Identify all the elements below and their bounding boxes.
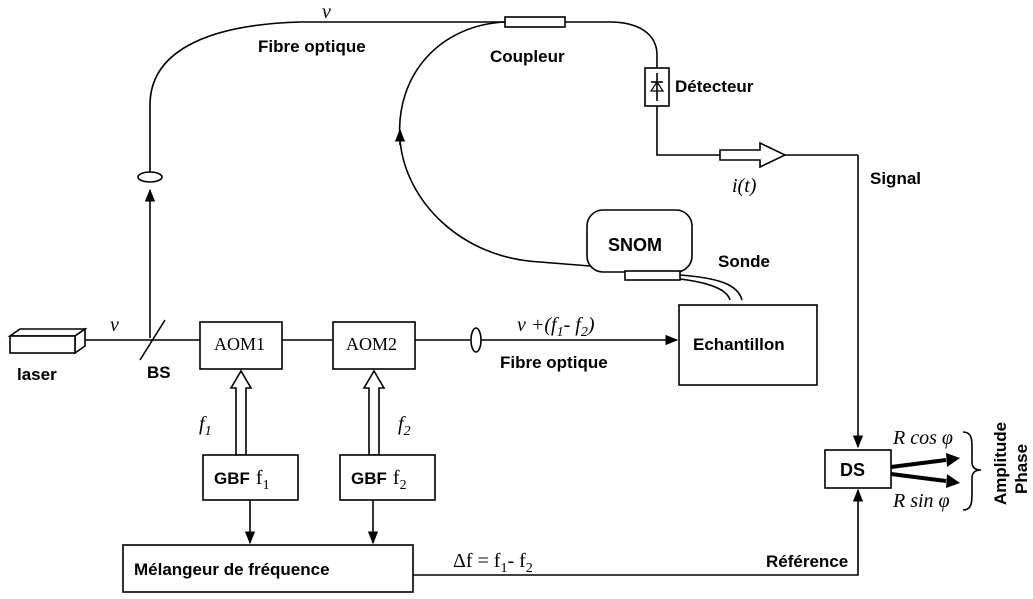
fibre-top-label: Fibre optique xyxy=(258,37,366,56)
reference-line xyxy=(413,488,864,576)
detecteur-label: Détecteur xyxy=(675,77,754,96)
signal-hollow-arrow xyxy=(719,141,787,169)
phase-label: Phase xyxy=(1012,444,1031,494)
fibre-top xyxy=(149,21,505,172)
ds-label: DS xyxy=(840,460,865,480)
f1-label: f1 xyxy=(199,413,212,439)
lens-top xyxy=(137,171,163,183)
aom2-box xyxy=(332,321,416,370)
signal-label: Signal xyxy=(870,169,921,188)
output-arrow-2 xyxy=(890,472,947,483)
output-brace xyxy=(962,431,982,511)
amplitude-label: Amplitude xyxy=(991,422,1010,505)
delta-f-label: Δf = f1- f2 xyxy=(453,550,533,576)
melangeur-label: Mélangeur de fréquence xyxy=(134,560,330,579)
laser-source xyxy=(7,327,88,355)
gbf1-box xyxy=(202,454,299,501)
f2-label: f2 xyxy=(398,413,411,439)
nu-shift-label: ν +(f1- f2) xyxy=(517,314,595,340)
aom1-box xyxy=(199,321,283,370)
rf-arrow-f2 xyxy=(362,369,386,456)
echantillon-box xyxy=(678,304,818,386)
laser-label: laser xyxy=(17,365,57,384)
snom-label: SNOM xyxy=(608,235,662,255)
sonde-label: Sonde xyxy=(718,252,770,271)
coupleur-label: Coupleur xyxy=(490,47,565,66)
probe-fibre-1 xyxy=(679,274,743,301)
beam-splitter xyxy=(139,319,166,361)
fibre-to-detector xyxy=(609,21,658,68)
lens-bottom xyxy=(470,327,482,353)
rsin-label: R sin φ xyxy=(892,490,950,512)
echantillon-label: Echantillon xyxy=(693,335,785,354)
bs-label: BS xyxy=(147,363,171,382)
nu-top-label: ν xyxy=(322,1,331,23)
reference-label: Référence xyxy=(766,552,848,571)
aom1-label: AOM1 xyxy=(214,334,265,354)
probe-holder xyxy=(624,270,681,281)
ds-box xyxy=(824,449,892,489)
output-arrowhead-1 xyxy=(946,453,960,467)
i-t-label: i(t) xyxy=(732,175,757,197)
gbf2-box xyxy=(339,454,436,501)
probe-fibre-2 xyxy=(679,278,731,301)
coupler xyxy=(504,16,566,28)
aom2-label: AOM2 xyxy=(346,334,397,354)
nu-laser-label: ν xyxy=(110,314,119,336)
rcos-label: R cos φ xyxy=(892,427,953,449)
fibre-bottom-label: Fibre optique xyxy=(500,353,608,372)
output-arrow-1 xyxy=(890,458,947,469)
output-arrowhead-2 xyxy=(946,474,960,488)
mixer-box xyxy=(122,544,414,593)
detector-output-line xyxy=(656,106,720,156)
rf-arrow-f1 xyxy=(229,369,253,456)
